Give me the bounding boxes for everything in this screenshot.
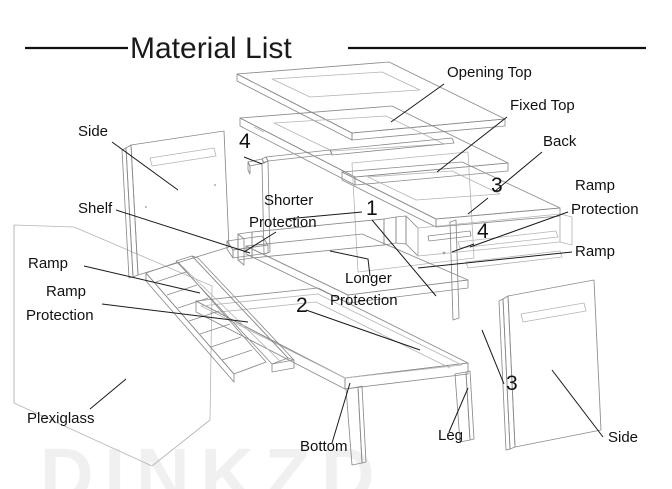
leader-side-right [551, 369, 604, 438]
leader-plexiglass [89, 378, 127, 410]
number-3-back: 3 [491, 174, 503, 197]
part-side-left [121, 130, 269, 279]
exploded-assembly [13, 61, 602, 467]
number-callouts: 4 1 3 4 2 3 [239, 130, 518, 395]
callout-shorter-protection-line1: Shorter [264, 192, 313, 209]
leader-num3-back [467, 197, 489, 215]
callout-ramp-left: Ramp [28, 255, 68, 272]
leader-shelf [115, 209, 251, 254]
number-2: 2 [296, 294, 308, 317]
number-4-top: 4 [239, 130, 251, 153]
leader-ramp-right [417, 251, 573, 269]
part-ramp-right [457, 230, 563, 269]
callout-leg: Leg [438, 427, 463, 444]
leader-shorter-protect [243, 231, 277, 253]
leader-num4-right [451, 243, 475, 253]
callout-ramp-protection-left-line1: Ramp [46, 283, 86, 300]
number-3-side: 3 [506, 372, 518, 395]
callout-plexiglass: Plexiglass [27, 410, 95, 427]
number-1: 1 [366, 197, 378, 220]
leader-leg [448, 387, 469, 433]
leader-back [493, 151, 543, 193]
part-plexiglass [13, 224, 213, 467]
leader-opening-top [390, 83, 445, 123]
leader-longer-protect [329, 250, 371, 277]
callout-ramp-protection-right-line1: Ramp [575, 177, 615, 194]
callout-shelf: Shelf [78, 200, 113, 217]
part-legs [345, 370, 475, 466]
callout-side-right: Side [608, 429, 638, 446]
callout-opening-top: Opening Top [447, 64, 532, 81]
part-bottom [195, 287, 469, 390]
leader-lines [83, 83, 604, 444]
part-side-right [498, 279, 602, 451]
leader-num1-b [371, 219, 437, 297]
callout-labels: Opening Top Fixed Top Back Ramp Protecti… [26, 64, 639, 455]
part-rails [247, 137, 472, 321]
part-back-inner [351, 151, 475, 273]
leader-bottom [331, 382, 351, 444]
callout-fixed-top: Fixed Top [510, 97, 575, 114]
leader-num3-side [481, 329, 505, 385]
leader-side-left [111, 141, 179, 191]
watermark-text: DINKZD [40, 433, 386, 489]
leader-num1-a [285, 211, 363, 220]
callout-back: Back [543, 133, 577, 150]
part-ramp [145, 255, 295, 383]
callout-bottom: Bottom [300, 438, 348, 455]
part-opening-top [236, 61, 506, 141]
callout-ramp-right: Ramp [575, 243, 615, 260]
leader-ramp-left [83, 265, 201, 294]
callout-longer-protection-line2: Protection [330, 292, 398, 309]
callout-side-left: Side [78, 123, 108, 140]
leader-ramp-protect-r [469, 211, 569, 248]
callout-longer-protection-line1: Longer [345, 270, 392, 287]
page-title: Material List [130, 32, 292, 65]
page-title-group: Material List [25, 32, 646, 65]
callout-shorter-protection-line2: Protection [249, 214, 317, 231]
leader-num4-top [243, 156, 263, 165]
callout-ramp-protection-left-line2: Protection [26, 307, 94, 324]
leader-ramp-protect-l [101, 303, 249, 323]
leader-num2 [305, 309, 421, 351]
number-4-right: 4 [477, 220, 489, 243]
callout-ramp-protection-right-line2: Protection [571, 201, 639, 218]
leader-fixed-top [436, 116, 508, 173]
